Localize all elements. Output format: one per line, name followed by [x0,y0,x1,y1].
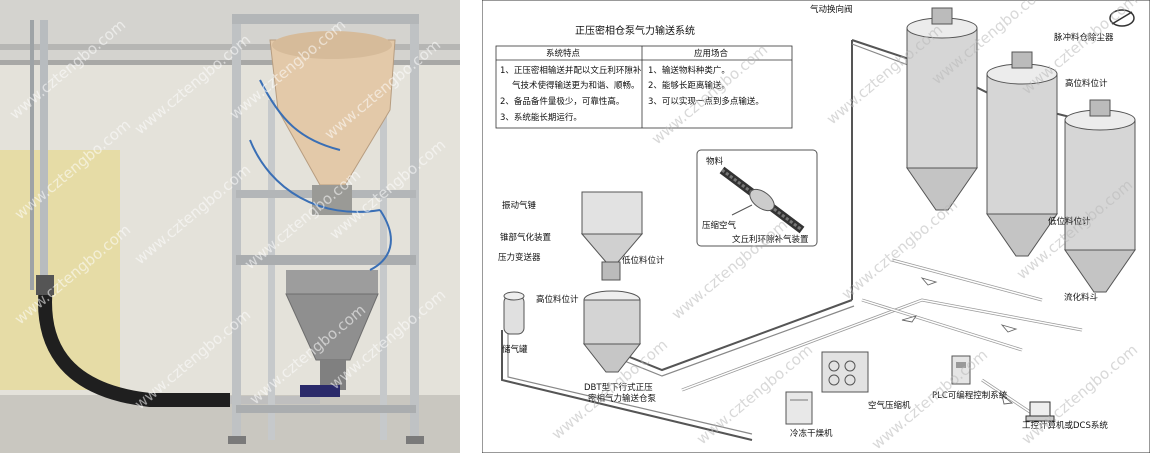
system-diagram: 正压密相仓泵气力输送系统 系统特点 应用场合 1、正压密相输送并配以文丘利环隙补… [481,0,1150,454]
label-pneumatic-valve: 气动换向阀 [810,4,853,15]
features-table: 系统特点 应用场合 1、正压密相输送并配以文丘利环隙补 气技术使得输送更为和谐、… [495,45,793,129]
feature-line: 气技术使得输送更为和谐、顺畅。 [512,80,640,91]
feature-line: 1、正压密相输送并配以文丘利环隙补 [500,65,642,76]
label-low-level-left: 低位料位计 [622,255,665,266]
venturi-inset [696,149,818,247]
label-air-compressor: 空气压缩机 [868,400,911,411]
application-line: 3、可以实现一点到多点输送。 [648,96,764,107]
table-header-features: 系统特点 [546,48,581,59]
refrigerated-dryer [785,391,813,425]
label-venturi: 文丘利环隙补气装置 [732,234,809,245]
silo-3 [1064,99,1136,293]
label-pump-line1: DBT型下行式正压 [584,382,653,393]
label-plc: PLC可编程控制系统 [932,390,1008,401]
label-fluidizing-cone: 流化料斗 [1064,292,1099,303]
diagram-title: 正压密相仓泵气力输送系统 [575,24,695,37]
equipment-photo: www.cztengbo.com www.cztengbo.com www.cz… [0,0,460,453]
label-dcs: 工控计算机或DCS系统 [1022,420,1108,431]
feed-hopper [580,191,644,281]
label-dryer: 冷冻干燥机 [790,428,833,439]
silo-1 [906,7,978,211]
air-tank [503,291,525,335]
feature-line: 2、备品备件量极少，可靠性高。 [500,96,624,107]
label-material: 物料 [706,156,724,167]
pump-vessel [582,290,642,373]
label-pump: DBT型下行式正压 密相气力输送仓泵 [584,382,657,404]
silo-2 [986,51,1058,257]
application-line: 2、能够长距离输送。 [648,80,730,91]
table-header-applications: 应用场合 [694,48,729,59]
label-low-level-right: 低位料位计 [1048,216,1091,227]
logo-icon [1109,9,1135,27]
label-air-tank: 储气罐 [502,344,528,355]
label-vibrator: 振动气锤 [502,200,537,211]
plc-cabinet [951,355,971,385]
label-compressed-air: 压缩空气 [702,220,737,231]
air-compressor [821,351,869,393]
label-pulse-filter: 脉冲料仓除尘器 [1054,32,1114,43]
label-high-level-right: 高位料位计 [1065,78,1108,89]
label-cone-aeration: 锥部气化装置 [500,232,552,243]
diagram-labels: 气动换向阀 脉冲料仓除尘器 高位料位计 低位料位计 流化料斗 振动气锤 锥部气化… [498,4,1114,439]
flow-arrows [901,277,1018,405]
computer-icon [1025,401,1055,422]
label-high-level-left: 高位料位计 [536,294,579,305]
application-line: 1、输送物料种类广。 [648,65,730,76]
feature-line: 3、系统能长期运行。 [500,112,582,123]
label-pressure-transmitter: 压力变送器 [498,252,541,263]
label-pump-line2: 密相气力输送仓泵 [588,393,657,404]
